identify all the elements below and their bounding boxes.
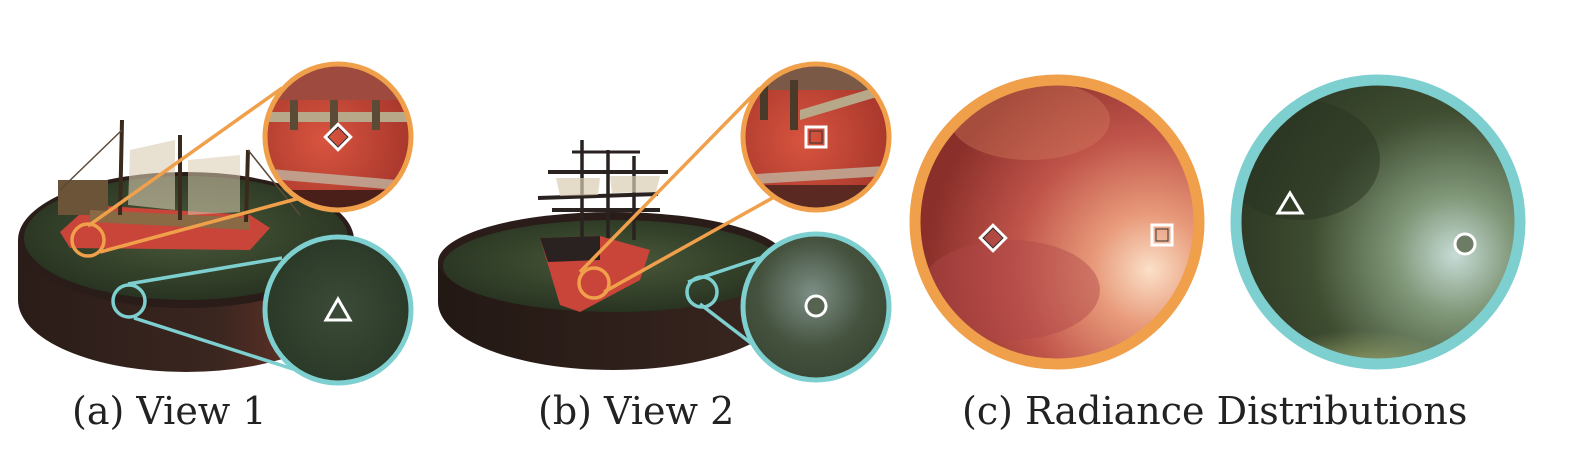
caption-view1: (a) View 1 — [72, 389, 267, 433]
ship-view2 — [537, 140, 668, 312]
zoom-lines-view1 — [86, 86, 301, 372]
square-marker — [804, 125, 828, 149]
radiance-sphere-orange — [909, 74, 1205, 370]
diamond-marker-radiance — [978, 223, 1008, 253]
zoom-inset-cyan-view2 — [740, 231, 892, 383]
triangle-marker-radiance — [1275, 190, 1305, 215]
zoom-inset-cyan-view1 — [262, 234, 414, 386]
caption-radiance: (c) Radiance Distributions — [962, 389, 1468, 433]
zoom-inset-orange-view2 — [740, 61, 892, 213]
radiance-sphere-cyan — [1230, 74, 1526, 370]
circle-marker-radiance — [1453, 232, 1477, 256]
triangle-marker — [323, 295, 353, 322]
source-circle-cyan-view1 — [111, 283, 147, 319]
square-marker-radiance — [1150, 223, 1174, 247]
caption-view2: (b) View 2 — [538, 389, 735, 433]
panel-view1 — [18, 61, 414, 386]
panel-radiance — [909, 74, 1526, 370]
diamond-marker — [323, 122, 353, 152]
source-circle-orange-view2 — [577, 266, 611, 300]
source-circle-cyan-view2 — [685, 275, 719, 309]
ship-view1 — [58, 119, 301, 250]
source-circle-orange-view1 — [70, 222, 106, 258]
circle-marker — [804, 294, 828, 318]
panel-view2 — [438, 61, 892, 383]
